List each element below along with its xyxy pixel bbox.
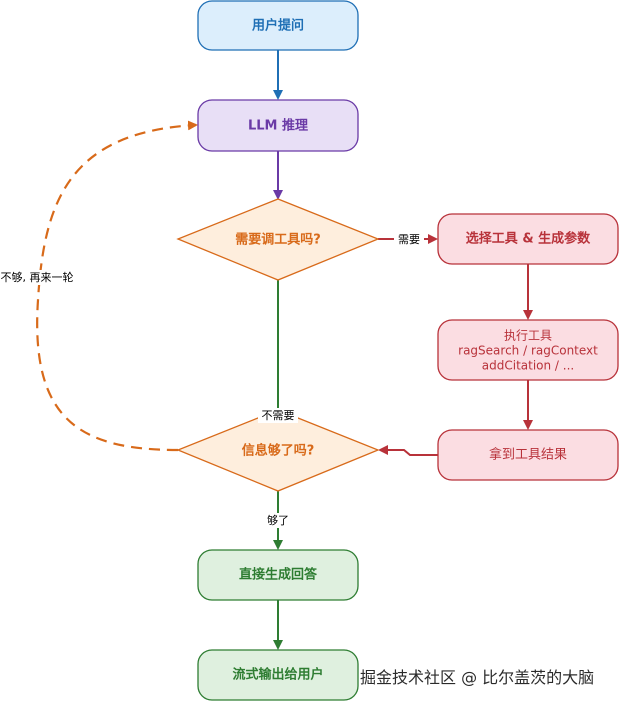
edge-label-enough: 够了: [267, 514, 289, 527]
edge-label-not-enough: 不够, 再来一轮: [1, 270, 74, 284]
edge-label-need: 需要: [398, 233, 420, 246]
node-user-question: [197, 0, 359, 51]
node-get-result: [437, 429, 619, 481]
node-execute-tool-line1: 执行工具: [504, 329, 552, 343]
node-llm-reasoning-label: LLM 推理: [248, 118, 308, 134]
node-get-result-label: 拿到工具结果: [489, 447, 567, 463]
node-stream-output: [197, 649, 359, 701]
edge-label-no-need: 不需要: [262, 409, 295, 422]
node-select-tool-label: 选择工具 & 生成参数: [466, 231, 591, 247]
edge-not-enough-loop: [36, 120, 198, 452]
node-generate-answer-label: 直接生成回答: [239, 567, 318, 583]
node-need-tool-label: 需要调工具吗?: [235, 233, 321, 248]
node-select-tool: [437, 213, 619, 265]
node-execute-tool-line2: ragSearch / ragContext: [458, 344, 598, 358]
node-user-question-label: 用户提问: [251, 18, 304, 34]
node-execute-tool: [437, 319, 619, 381]
node-execute-tool-line3: addCitation / ...: [482, 359, 574, 373]
node-enough-info-label: 信息够了吗?: [242, 443, 315, 459]
watermark: 掘金技术社区 @ 比尔盖茨的大脑: [360, 668, 595, 687]
node-stream-output-label: 流式输出给用户: [232, 667, 323, 683]
node-enough-info-decision: [176, 409, 380, 492]
node-llm-reasoning: [197, 99, 359, 152]
node-generate-answer: [197, 549, 359, 601]
edge-result-to-enough: [378, 445, 438, 456]
node-need-tool-decision: [176, 198, 380, 281]
